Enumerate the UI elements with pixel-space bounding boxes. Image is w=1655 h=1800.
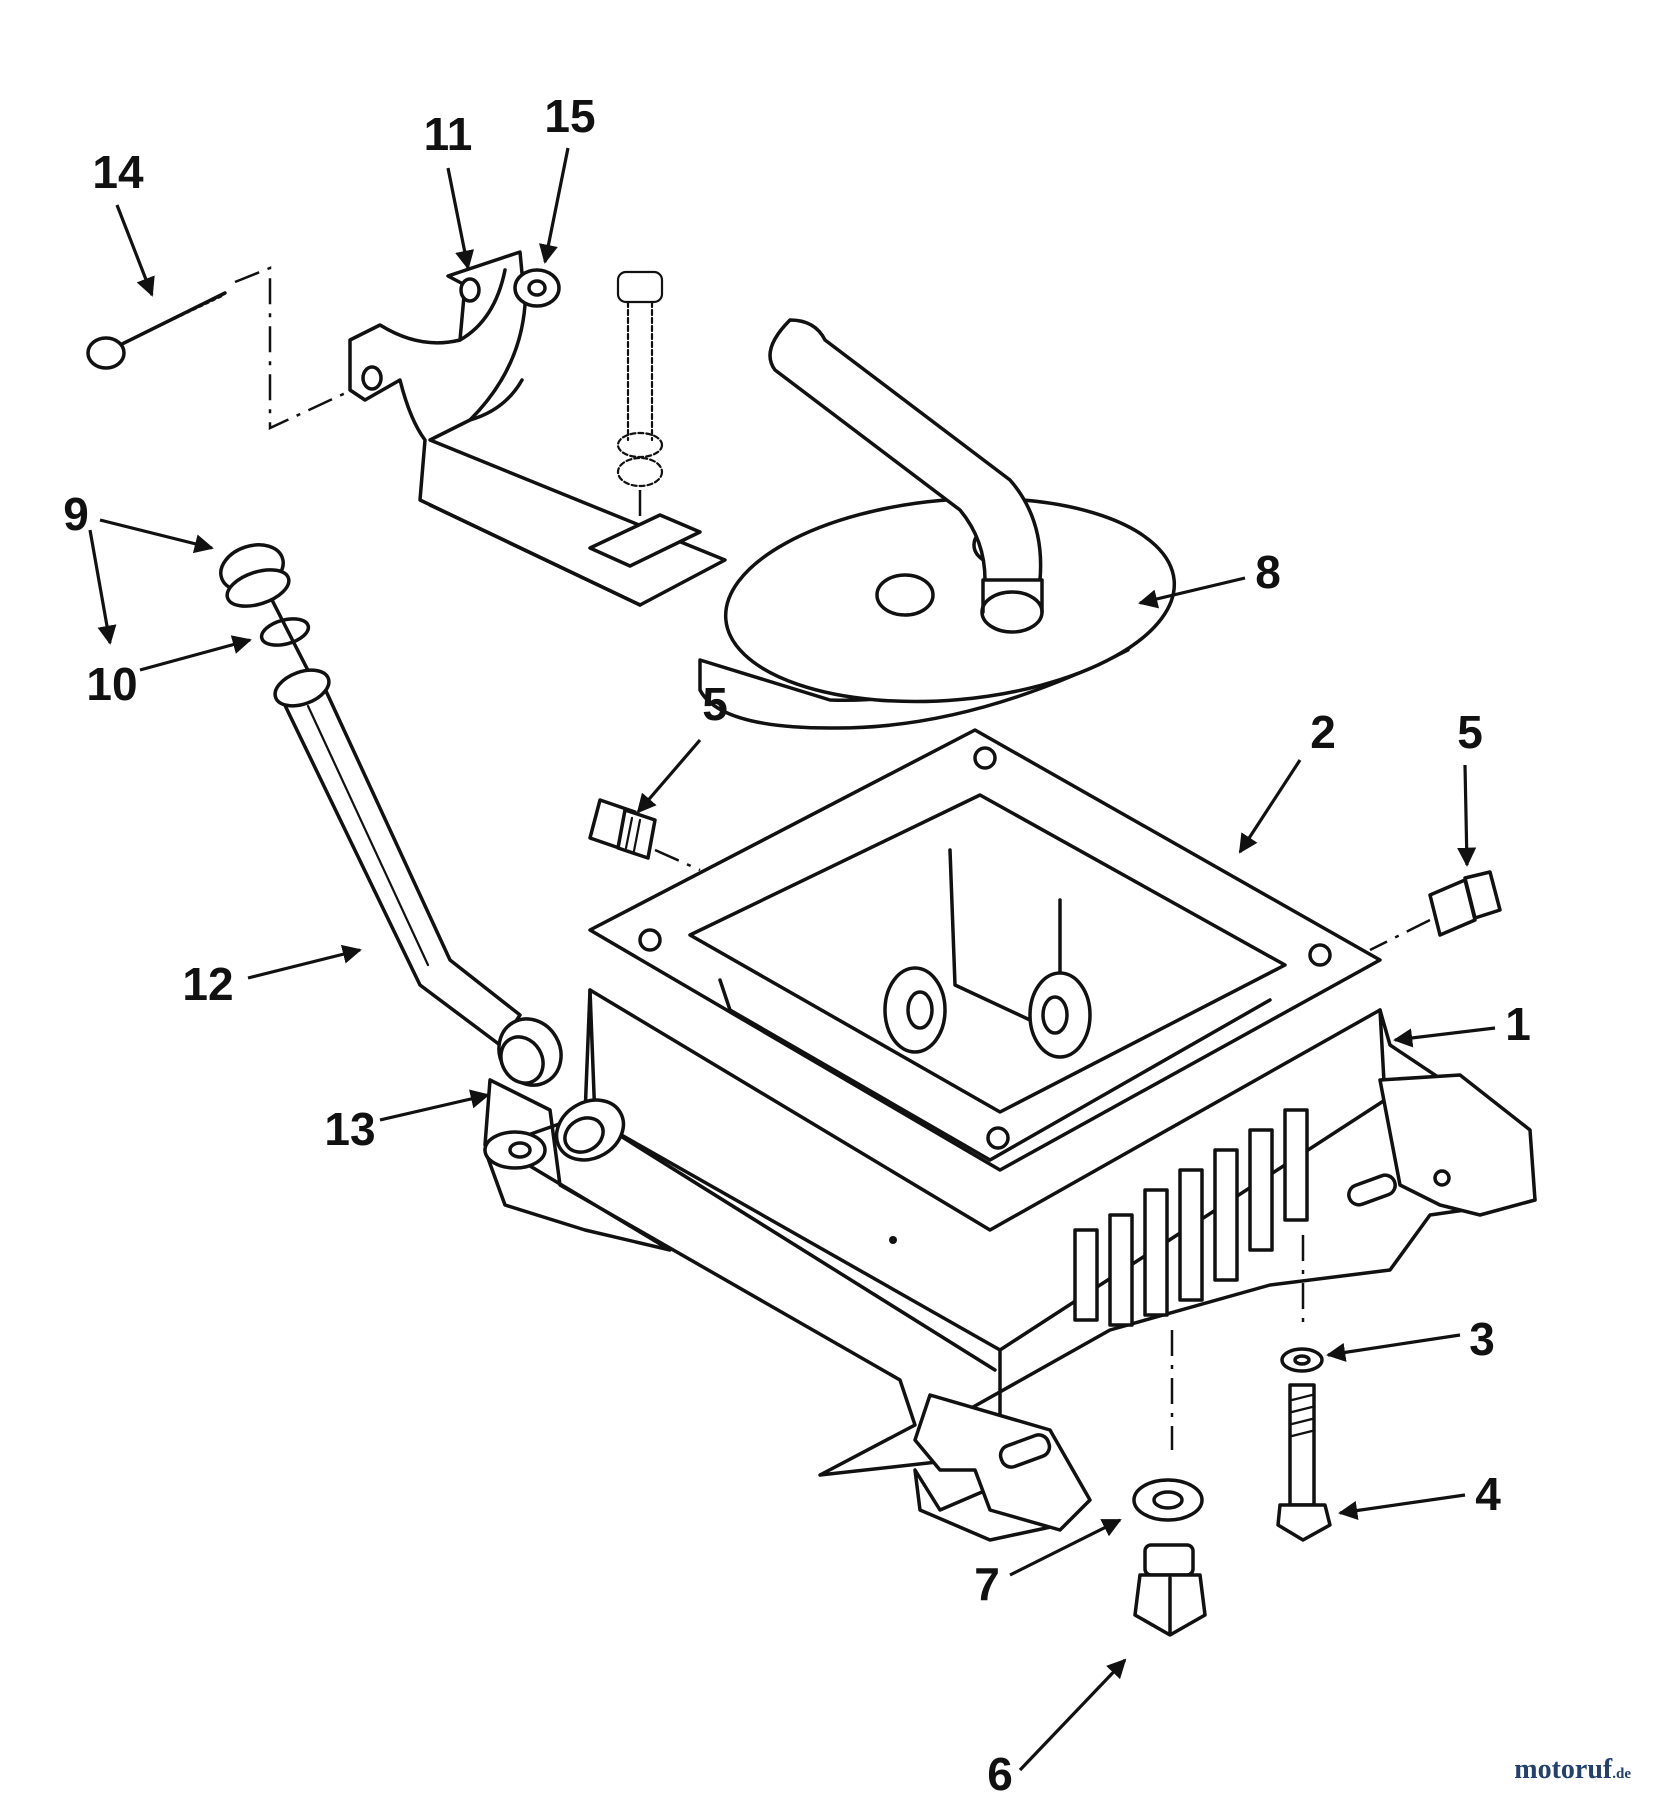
bracket-bolt [616,270,664,520]
label-part-9: 9 [63,488,89,540]
grommet-part-13 [497,1017,563,1087]
label-part-7: 7 [974,1558,1000,1610]
watermark-brand: motoruf [1514,1754,1613,1785]
o-ring-part-10 [259,617,311,647]
watermark-logo: motoruf.de [1514,1754,1631,1786]
assembly-line-5-left [654,848,701,872]
label-part-8: 8 [1255,546,1281,598]
label-part-5-right: 5 [1457,706,1483,758]
label-part-4: 4 [1475,1468,1501,1520]
label-part-3: 3 [1469,1313,1495,1365]
plug-part-5-left [588,798,657,860]
cooling-fins [1073,1108,1309,1327]
label-part-2: 2 [1310,706,1336,758]
gasket-part-2 [588,728,1382,1172]
label-part-6: 6 [987,1748,1013,1800]
leader-arrows [88,147,1496,1772]
label-part-15: 15 [544,90,595,142]
plug-part-5-right [1428,870,1502,937]
assembly-line-5-right [1369,918,1431,952]
label-part-13: 13 [324,1103,375,1155]
nut-part-15 [513,268,561,308]
oil-pickup-part-8 [698,318,1177,730]
dipstick-tube-part-12 [270,598,522,1047]
drain-plug-part-6 [1133,1543,1207,1637]
label-part-14: 14 [92,146,144,198]
label-part-10: 10 [86,658,137,710]
label-part-12: 12 [182,958,233,1010]
label-part-11: 11 [424,108,473,160]
screw-part-14 [86,291,227,370]
bracket-part-11 [348,250,727,607]
lock-washer-part-3 [1280,1347,1324,1373]
washer-part-7 [1132,1478,1204,1522]
dipstick-cap-part-9 [219,543,291,608]
watermark-suffix: .de [1612,1766,1631,1782]
bolt-part-4 [1276,1383,1332,1542]
label-part-5-left: 5 [702,678,728,730]
assembly-line-14 [234,266,353,430]
label-part-1: 1 [1505,998,1531,1050]
sump-base-part-1 [483,848,1537,1542]
